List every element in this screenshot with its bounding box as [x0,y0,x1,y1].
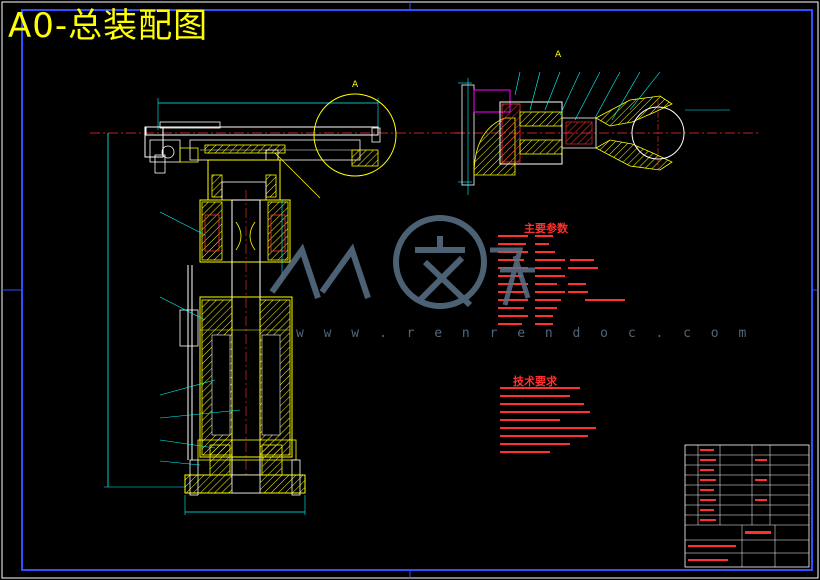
watermark-url: w w w . r e n r e n d o c . c o m [296,326,753,341]
gripper-detail-view [455,71,760,195]
main-assembly-view [90,93,470,515]
watermark-logo [269,215,535,309]
technical-requirements-heading: 技术要求 [513,375,557,388]
detail-mark-a-detail: A [555,50,562,60]
main-parameters-heading: 主要参数 [524,222,568,235]
technical-requirements-block [500,387,596,453]
title-block [684,444,810,568]
drawing-title: A0-总装配图 [8,6,209,46]
detail-mark-a-main: A [352,80,359,90]
